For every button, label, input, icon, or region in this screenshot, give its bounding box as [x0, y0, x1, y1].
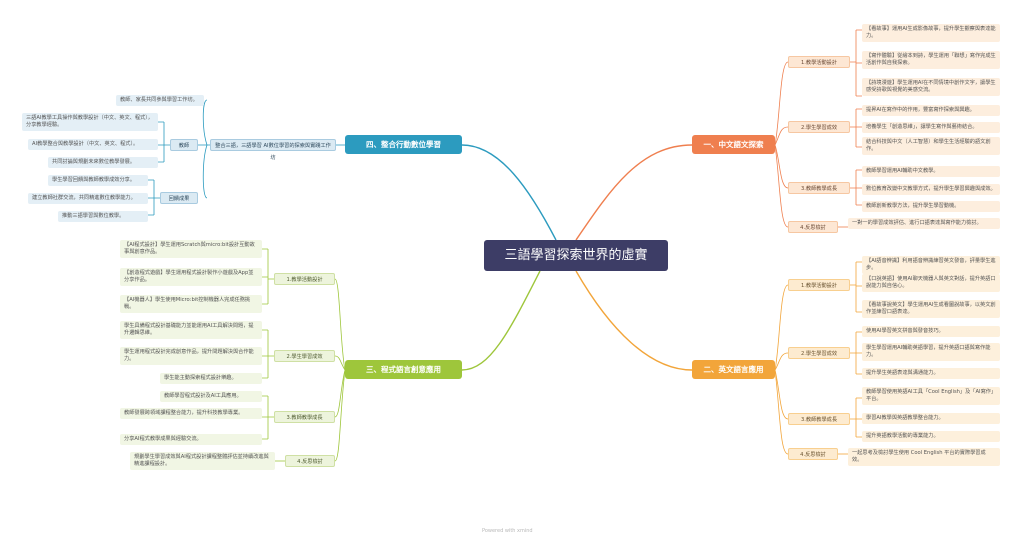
prog-outcome-leaf[interactable]: 學生運用程式設計完成創意作品，提升問題解決與合作能力。 — [120, 347, 262, 365]
central-topic[interactable]: 三語學習探索世界的虛實 — [484, 240, 668, 271]
prog-activity-leaf[interactable]: 【AI程式設計】學生運用Scratch與micro:bit設計互動故事與創意作品… — [120, 240, 262, 258]
zh-reflection-leaf[interactable]: 一對一的學習成效評估、進行口語表達與寫作能力檢討。 — [848, 218, 1000, 229]
zh-teacher-leaf[interactable]: 教師創新教學方法，提升學生學習動機。 — [862, 201, 1000, 212]
prog-teacher-leaf[interactable]: 教師學習程式設計及AI工具應用。 — [160, 391, 262, 402]
zh-outcome-leaf[interactable]: 結合科技與中文（人工智慧）和學生生活經驗的語文創作。 — [862, 137, 1000, 155]
main-topic-chinese-label: 一、中文語文探索 — [703, 140, 764, 149]
en-teacher-leaf[interactable]: 學習AI教學與英語教學整合能力。 — [862, 413, 1000, 424]
int-teachers-leaf[interactable]: 共同討論與規劃未來數位教學發展。 — [48, 157, 158, 168]
int-feedback-leaf[interactable]: 建立教師社群交流，共同精進數位教學能力。 — [28, 193, 148, 204]
int-teachers-leaf[interactable]: 教師、家長共同參與學習工作坊。 — [116, 95, 204, 106]
prog-sub-teacher[interactable]: 3.教師教學成長 — [274, 411, 335, 423]
en-sub-teacher[interactable]: 3.教師教學成長 — [788, 413, 850, 425]
int-sub-teachers[interactable]: 教師 — [170, 139, 198, 151]
int-sub-feedback[interactable]: 回饋成果 — [160, 192, 198, 204]
zh-activity-leaf[interactable]: 【詩境漫遊】學生運用AI在不同情境中創作文字，讓學生感受詩歌與視覺的美感交流。 — [862, 78, 1000, 96]
footer-credit: Powered with xmind — [482, 528, 533, 534]
en-activity-leaf[interactable]: 【看故事說英文】學生運用AI生成看圖說故事，以英文創作並練習口語表達。 — [862, 300, 1000, 318]
zh-outcome-leaf[interactable]: 培養學生「創造思維」，讓學生寫作與藝術結合。 — [862, 122, 1000, 133]
prog-teacher-leaf[interactable]: 分享AI程式教學成果與經驗交流。 — [120, 434, 262, 445]
prog-outcome-leaf[interactable]: 學生具備程式設計基礎能力並能運用AI工具解決問題，提升邏輯思維。 — [120, 321, 262, 339]
zh-sub-outcome[interactable]: 2.學生學習成效 — [788, 121, 850, 133]
zh-teacher-leaf[interactable]: 數位教育改變中文教學方式，提升學生學習興趣與成效。 — [862, 184, 1000, 195]
zh-outcome-leaf[interactable]: 提昇AI在寫作中的作用，豐富寫作探索與興趣。 — [862, 105, 1000, 116]
zh-activity-leaf[interactable]: 【寫作體驗】從繪本到詩，學生運用「聯想」寫作完成生活創作與自我探索。 — [862, 51, 1000, 69]
en-sub-outcome[interactable]: 2.學生學習成效 — [788, 347, 850, 359]
zh-teacher-leaf[interactable]: 教師學習運用AI輔助中文教學。 — [862, 166, 1000, 177]
en-reflection-leaf[interactable]: 一起思考及檢討學生使用 Cool English 平台的實際學習成效。 — [848, 448, 1000, 466]
zh-sub-teacher[interactable]: 3.教師教學成長 — [788, 182, 850, 194]
prog-teacher-leaf[interactable]: 教師發展跨領域課程整合能力，提升科技教學專業。 — [120, 408, 262, 419]
main-topic-programming[interactable]: 三、程式語言創意應用 — [345, 360, 462, 379]
main-topic-integration-label: 四、整合行動數位學習 — [366, 140, 441, 149]
en-activity-leaf[interactable]: 【AI語音辨識】利用語音辨識練習英文發音，評量學生進步。 — [862, 256, 1000, 274]
main-topic-english-label: 二、英文語言應用 — [703, 365, 764, 374]
int-teachers-leaf[interactable]: AI教學整合與教學設計（中文、英文、程式）。 — [28, 139, 158, 150]
prog-activity-leaf[interactable]: 【創造程式遊戲】學生運用程式設計製作小遊戲及App並分享作品。 — [120, 268, 262, 286]
zh-sub-activity[interactable]: 1.教學活動設計 — [788, 56, 850, 68]
prog-sub-activity[interactable]: 1.教學活動設計 — [274, 273, 335, 285]
int-teachers-leaf[interactable]: 三語AI教學工具操作與教學設計（中文、英文、程式），分享教學經驗。 — [22, 113, 158, 131]
en-sub-reflection[interactable]: 4.反思檢討 — [788, 448, 838, 460]
int-feedback-leaf[interactable]: 推動三語學習與數位教學。 — [58, 211, 148, 222]
en-outcome-leaf[interactable]: 使用AI學習英文拼音與發音技巧。 — [862, 326, 1000, 337]
prog-sub-outcome[interactable]: 2.學生學習成效 — [274, 350, 335, 362]
en-teacher-leaf[interactable]: 教師學習使用英語AI工具「Cool English」及「AI寫作」平台。 — [862, 387, 1000, 405]
main-topic-integration[interactable]: 四、整合行動數位學習 — [345, 135, 462, 154]
int-sub-workshop[interactable]: 整合三語，三語學習 AI數位學習的探索與實踐工作坊 — [210, 139, 336, 161]
zh-sub-reflection[interactable]: 4.反思檢討 — [788, 221, 838, 233]
en-outcome-leaf[interactable]: 提升學生英語表達與溝通能力。 — [862, 368, 1000, 379]
main-topic-programming-label: 三、程式語言創意應用 — [366, 365, 441, 374]
zh-activity-leaf[interactable]: 【看故事】運用AI生成影像故事，提升學生觀察與表達能力。 — [862, 24, 1000, 42]
en-activity-leaf[interactable]: 【口說英語】使用AI聊天機器人與英文對話，提升英語口說能力與自信心。 — [862, 274, 1000, 292]
main-topic-english[interactable]: 二、英文語言應用 — [692, 360, 775, 379]
main-topic-chinese[interactable]: 一、中文語文探索 — [692, 135, 775, 154]
en-teacher-leaf[interactable]: 提升英語教學活動的專業能力。 — [862, 431, 1000, 442]
en-outcome-leaf[interactable]: 學生學習運用AI輔助英語學習，提升英語口語與寫作能力。 — [862, 343, 1000, 361]
int-feedback-leaf[interactable]: 學生學習回饋與教師教學成效分享。 — [48, 175, 148, 186]
prog-reflection-leaf[interactable]: 規劃學生學習成效與AI程式設計課程整體評估並持續改進與精進課程設計。 — [130, 452, 275, 470]
prog-activity-leaf[interactable]: 【AI機器人】學生使用Micro:bit控制機器人完成任務挑戰。 — [120, 295, 262, 313]
en-sub-activity[interactable]: 1.教學活動設計 — [788, 279, 850, 291]
prog-outcome-leaf[interactable]: 學生能主動探索程式設計樂趣。 — [160, 373, 262, 384]
prog-sub-reflection[interactable]: 4.反思檢討 — [285, 455, 335, 467]
